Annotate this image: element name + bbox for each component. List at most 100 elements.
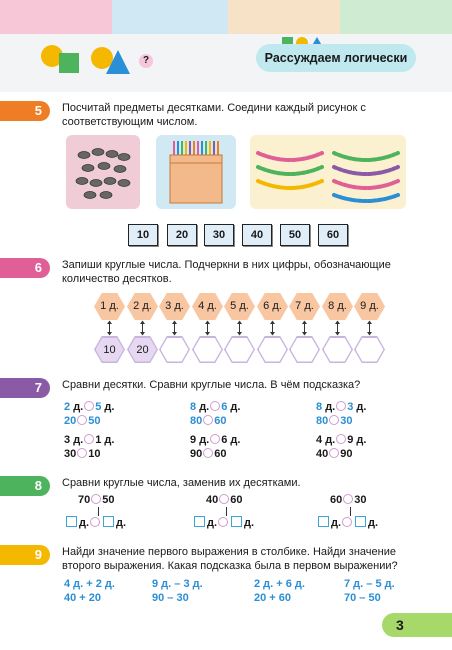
arrow-head [172,320,177,324]
hex-number-cell[interactable] [289,336,320,363]
arrow-head [205,332,210,336]
number-b: 10 [88,448,101,460]
unit: д. [199,401,210,413]
compare-circle[interactable] [210,434,221,444]
hex-number-cell[interactable] [159,336,190,363]
task-number-6: 6 [0,258,50,278]
unit: д. [116,517,127,529]
hex-tens: 1 д. [94,293,125,320]
expression-tens: 4 д. + 2 д. [64,578,115,590]
answer-box[interactable] [66,516,77,527]
unit: д. [79,517,90,529]
hex-tens: 4 д. [192,293,223,320]
arrow-head [107,320,112,324]
answer-box[interactable] [194,516,205,527]
hex-number-cell[interactable] [257,336,288,363]
expression-column: 2 д. + 6 д.20 + 60 [254,577,334,605]
compare-circle[interactable] [203,415,214,425]
compare-circle[interactable] [329,415,340,425]
expression-column: 9 д. – 3 д. 90 – 30 [152,577,232,605]
tens-comparison: д.д. [192,516,282,530]
number-a: 20 [64,415,77,427]
expression-numbers: 70 – 50 [344,592,381,604]
arrow-head [270,320,275,324]
compare-circle[interactable] [91,494,102,504]
expression-tens: 7 д. – 5 д. [344,578,395,590]
number-b: 50 [102,494,115,506]
hex-number-cell[interactable]: 20 [127,336,158,363]
picture-beads [250,135,406,209]
compare-circle[interactable] [210,401,221,411]
arrow-head [140,320,145,324]
number-a: 90 [190,448,203,460]
number-card[interactable]: 50 [280,224,310,246]
number-a: 70 [78,494,91,506]
hex-inner [258,337,287,362]
compare-circle[interactable] [219,494,230,504]
compare-circle[interactable] [336,434,347,444]
number-b: 30 [340,415,353,427]
arrow-head [140,332,145,336]
compare-circle[interactable] [90,517,101,527]
tens-b: 3 [347,401,354,413]
page-title: Рассуждаем логически [256,44,416,72]
arrow-head [302,332,307,336]
compare-circle[interactable] [329,448,340,458]
expression-numbers: 20 + 60 [254,592,292,604]
hex-number-cell[interactable]: 10 [94,336,125,363]
arrow-head [107,332,112,336]
tens-a: 4 [316,434,323,446]
tens-b: 5 [95,401,102,413]
compare-circle[interactable] [84,401,95,411]
unit: д. [73,401,84,413]
expression-tens: 9 д. – 3 д. [152,578,203,590]
hex-inner [225,337,254,362]
answer-box[interactable] [318,516,329,527]
arrow-head [205,320,210,324]
answer-box[interactable] [355,516,367,527]
number-card[interactable]: 20 [167,224,197,246]
number-card[interactable]: 10 [128,224,158,246]
tens-b: 6 [221,401,228,413]
compare-circle[interactable] [343,494,354,504]
hex-number-cell[interactable] [224,336,255,363]
number-a: 40 [316,448,329,460]
unit: д. [331,517,342,529]
tens-a: 2 [64,401,71,413]
hex-number-cell[interactable] [322,336,353,363]
compare-circle[interactable] [342,517,353,527]
number-card[interactable]: 60 [318,224,348,246]
picture-coins [66,135,140,209]
answer-box[interactable] [103,516,115,527]
task-6-text: Запиши круглые числа. Подчеркни в них ци… [62,259,391,285]
hex-number-cell[interactable] [192,336,223,363]
hex-number-cell[interactable] [354,336,385,363]
compare-circle[interactable] [77,448,88,458]
number-card[interactable]: 30 [204,224,234,246]
expression-numbers: 90 – 30 [152,592,189,604]
unit: д. [325,434,336,446]
tens-comparison: 2 д.5 д. [64,400,174,414]
compare-circle[interactable] [203,448,214,458]
tens-comparison: д.д. [316,516,406,530]
unit: д. [199,434,210,446]
tens-comparison: 8 д.6 д. [190,400,300,414]
compare-circle[interactable] [77,415,88,425]
number-b: 90 [340,448,353,460]
arrow-head [367,320,372,324]
hex-inner [160,337,189,362]
compare-circle[interactable] [336,401,347,411]
answer-box[interactable] [231,516,243,527]
number-a: 40 [206,494,219,506]
compare-circle[interactable] [84,434,95,444]
unit: д. [325,401,336,413]
compare-circle[interactable] [218,517,229,527]
number-b: 30 [354,494,367,506]
hex-inner [290,337,319,362]
number-card[interactable]: 40 [242,224,272,246]
